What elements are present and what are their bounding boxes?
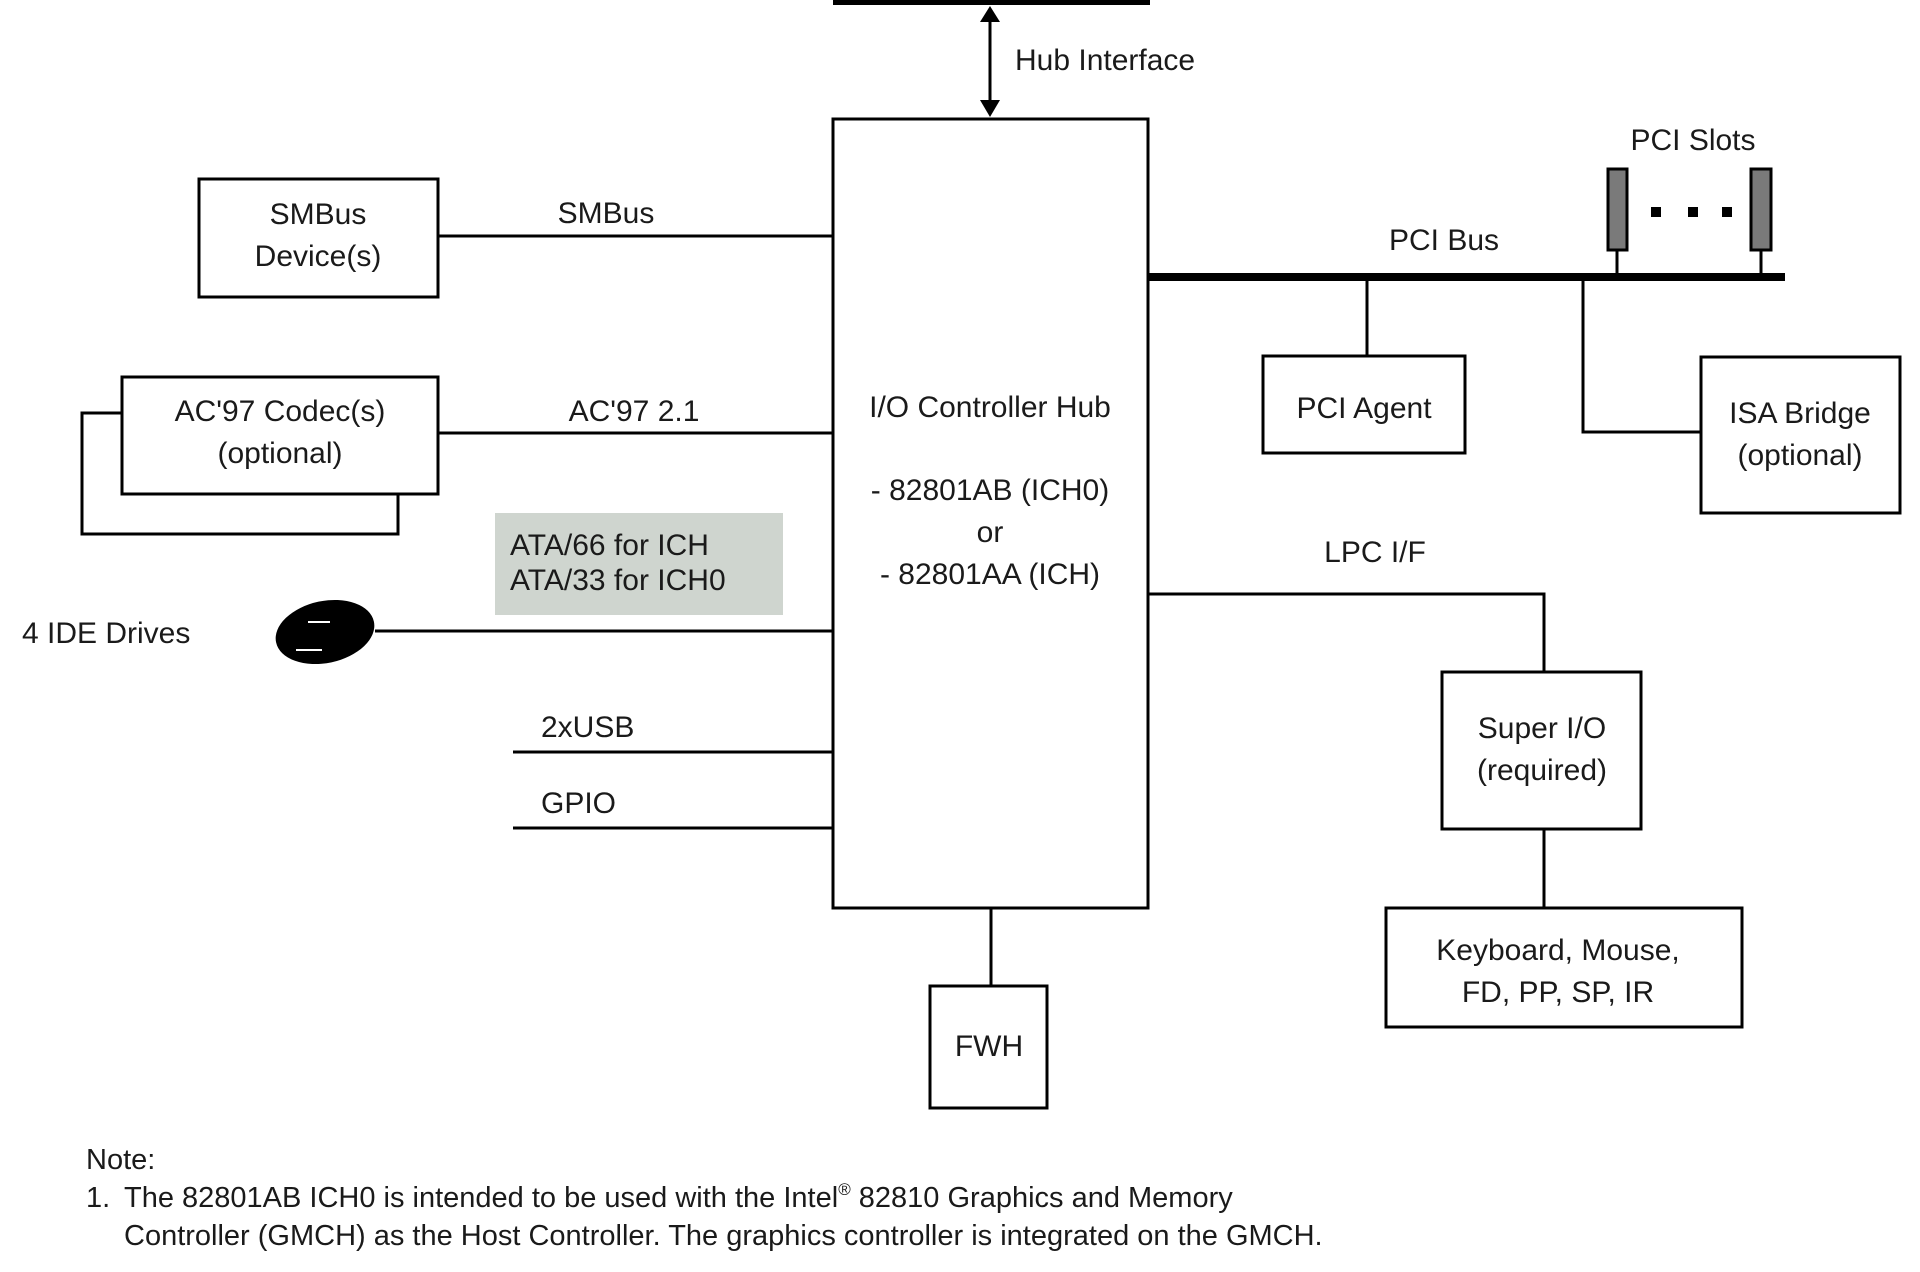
pci-slots-label: PCI Slots: [1630, 124, 1755, 157]
isa-bridge-label-2: (optional): [1737, 439, 1862, 472]
note-line-1-prefix: The 82801AB ICH0 is intended to be used …: [124, 1182, 838, 1214]
ide-drives-icon: [275, 599, 375, 665]
ich-title: I/O Controller Hub: [869, 391, 1111, 424]
ide-drives-label: 4 IDE Drives: [22, 617, 190, 650]
peripherals-label-1: Keyboard, Mouse,: [1436, 934, 1679, 967]
super-io-label-2: (required): [1477, 754, 1607, 787]
note-line-1: The 82801AB ICH0 is intended to be used …: [124, 1180, 1233, 1214]
pci-agent-label: PCI Agent: [1296, 392, 1432, 425]
ich-box: [831, 117, 1150, 910]
ich-or: or: [977, 516, 1004, 549]
ac97-bus-label: AC'97 2.1: [569, 395, 700, 428]
ac97-codec-label-2: (optional): [217, 437, 342, 470]
usb-label: 2xUSB: [541, 711, 634, 744]
pci-slot-1: [1606, 167, 1629, 252]
pci-bus-bar: [1148, 273, 1785, 281]
isa-bridge-line: [1581, 281, 1701, 434]
smbus-device-label-1: SMBus: [270, 198, 367, 231]
note-heading: Note:: [86, 1144, 155, 1176]
super-io-box: [1440, 670, 1643, 831]
peripherals-box: [1384, 906, 1744, 1029]
gpio-label: GPIO: [541, 787, 616, 820]
note-line-1-suffix: 82810 Graphics and Memory: [851, 1182, 1234, 1214]
ata-label-2: ATA/33 for ICH0: [510, 564, 726, 597]
hub-interface-label: Hub Interface: [1015, 44, 1195, 77]
lpc-line: [1148, 592, 1546, 672]
arrow-up-icon: [980, 6, 1000, 22]
ac97-stacked-box: [80, 411, 400, 536]
ac97-codec-box: [120, 375, 440, 496]
smbus-bus-label: SMBus: [558, 197, 655, 230]
host-bus-bar: [833, 0, 1150, 5]
pci-bus-label: PCI Bus: [1389, 224, 1499, 257]
isa-bridge-box: [1699, 355, 1902, 515]
ata-highlight-box: [495, 513, 783, 615]
fwh-box: [928, 984, 1049, 1110]
peripherals-label-2: FD, PP, SP, IR: [1462, 976, 1654, 1009]
smbus-device-label-2: Device(s): [255, 240, 382, 273]
note-item-number: 1.: [86, 1182, 110, 1214]
lpc-label: LPC I/F: [1324, 536, 1426, 569]
arrow-down-icon: [980, 100, 1000, 117]
ata-label-1: ATA/66 for ICH: [510, 529, 709, 562]
isa-bridge-label-1: ISA Bridge: [1729, 397, 1871, 430]
hub-interface-arrow: [980, 6, 1000, 117]
pci-agent-box: [1261, 354, 1467, 455]
ellipsis-dots-icon: [1651, 207, 1732, 217]
ac97-codec-label-1: AC'97 Codec(s): [175, 395, 386, 428]
super-io-label-1: Super I/O: [1478, 712, 1606, 745]
registered-mark: ®: [838, 1180, 851, 1199]
ich-part-ab: - 82801AB (ICH0): [871, 474, 1109, 507]
ich-part-aa: - 82801AA (ICH): [880, 558, 1100, 591]
note-line-2: Controller (GMCH) as the Host Controller…: [124, 1220, 1323, 1252]
pci-slot-2: [1749, 167, 1773, 252]
smbus-device-box: [197, 177, 440, 299]
fwh-label: FWH: [955, 1030, 1023, 1063]
